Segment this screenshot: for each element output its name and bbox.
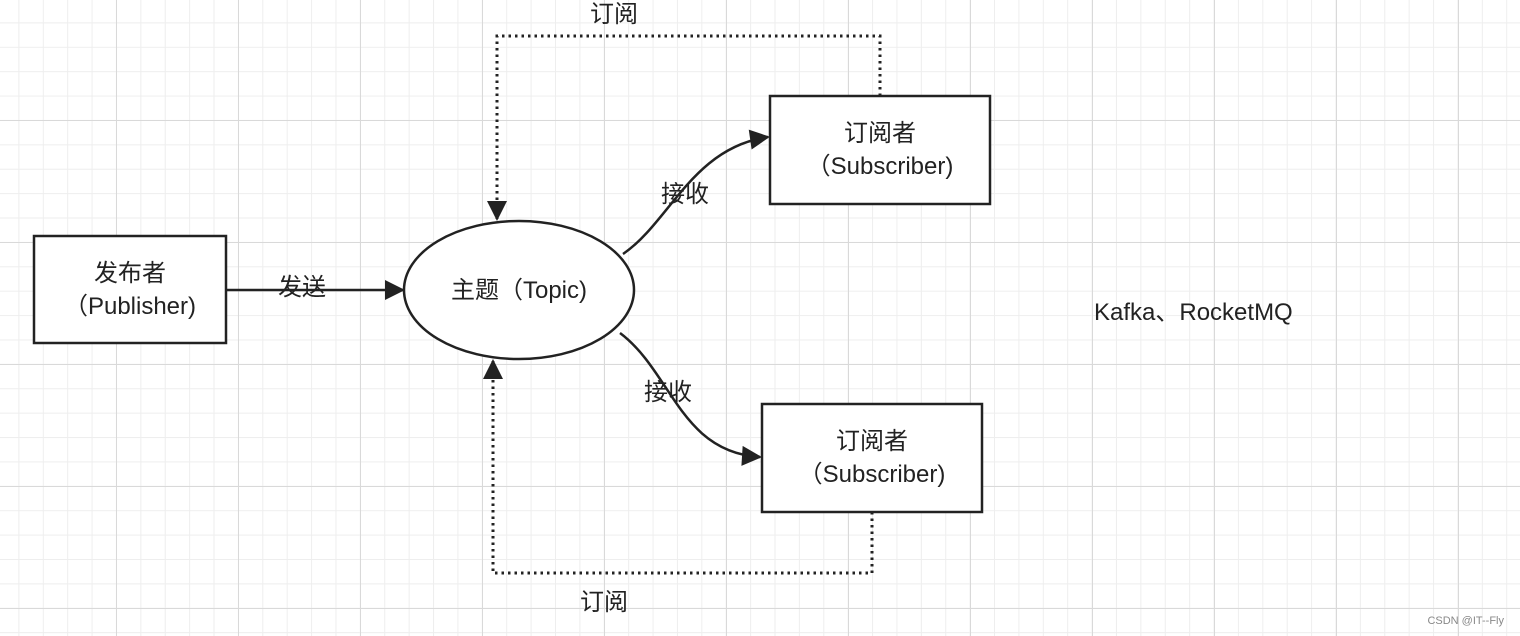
subscribe-top-label: 订阅 xyxy=(590,1,638,28)
receive-arrow-bottom xyxy=(619,332,762,466)
watermark: CSDN @IT--Fly xyxy=(1427,615,1504,627)
subscribe-bottom-label: 订阅 xyxy=(580,589,628,616)
subscriber-bottom-subtitle: （Subscriber) xyxy=(798,461,946,488)
publisher-title: 发布者 xyxy=(94,259,166,287)
topic-title: 主题（Topic) xyxy=(450,276,588,304)
receive-top-label: 接收 xyxy=(661,181,709,208)
subscribe-arrow-top xyxy=(487,34,882,221)
publisher-subtitle: （Publisher) xyxy=(63,292,197,320)
subscriber-top-title: 订阅者 xyxy=(844,120,916,147)
note-text: Kafka、RocketMQ xyxy=(1094,299,1293,326)
send-label: 发送 xyxy=(278,274,326,301)
subscriber-bottom-title: 订阅者 xyxy=(836,428,908,455)
publisher-label: 发布者 （Publisher) xyxy=(34,236,226,343)
receive-bottom-label: 接收 xyxy=(644,379,692,406)
subscribe-arrow-bottom xyxy=(483,359,874,575)
subscriber-bottom-label: 订阅者 （Subscriber) xyxy=(762,404,982,512)
subscriber-top-subtitle: （Subscriber) xyxy=(806,153,954,180)
publisher-box[interactable] xyxy=(32,234,228,345)
subscriber-bottom-box[interactable] xyxy=(760,402,984,514)
subscriber-top-label: 订阅者 （Subscriber) xyxy=(770,96,990,204)
receive-arrow-top xyxy=(622,129,770,256)
topic-label: 主题（Topic) xyxy=(404,221,634,359)
